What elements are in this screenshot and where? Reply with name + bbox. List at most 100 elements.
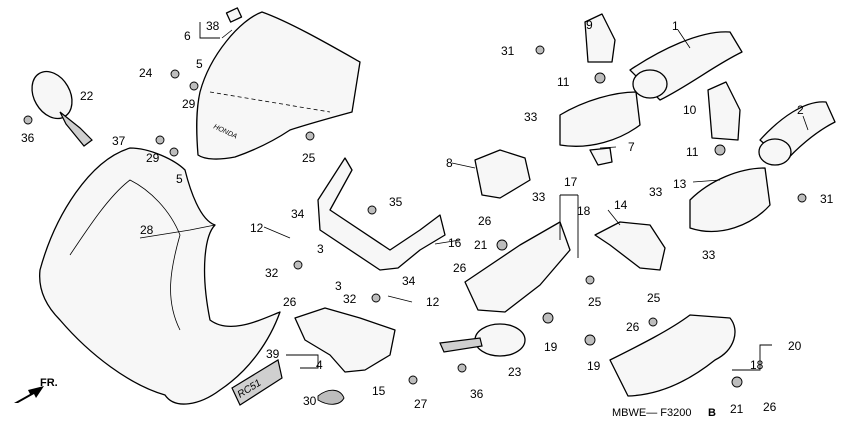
callout-2: 2 (797, 103, 804, 117)
callout-36-right: 36 (470, 387, 484, 401)
callout-4: 4 (316, 358, 323, 372)
air-duct-left (559, 31, 743, 166)
callout-26-duct-lower: 26 (453, 261, 467, 275)
callout-32-upper: 32 (265, 266, 279, 280)
bolt-32-lower (371, 293, 381, 303)
callout-12-upper: 12 (250, 221, 264, 235)
arrow-left-icon (14, 386, 44, 403)
callout-1: 1 (672, 19, 679, 33)
callout-38: 38 (206, 19, 220, 33)
callout-20: 20 (788, 339, 802, 353)
front-direction-indicator: FR. (14, 377, 58, 403)
callout-16: 16 (448, 236, 462, 250)
callout-18-lower: 18 (750, 358, 764, 372)
washer-5-upper (189, 81, 199, 91)
callout-26-duct-upper: 26 (478, 214, 492, 228)
callout-22: 22 (80, 89, 94, 103)
diagram-code-group: MBWE— F3200 B (612, 407, 716, 419)
callout-34-upper: 34 (291, 207, 305, 221)
cover-left (584, 13, 616, 63)
leader-lines (199, 22, 809, 371)
callout-8: 8 (446, 156, 453, 170)
callout-5-upper: 5 (196, 57, 203, 71)
callout-11-right: 11 (686, 145, 699, 159)
bolt-37 (155, 135, 165, 145)
callout-3-lower: 3 (335, 279, 342, 293)
screw-31-left (535, 45, 545, 55)
callout-36-left: 36 (21, 131, 35, 145)
callout-26-lower-cowl: 26 (626, 320, 640, 334)
callout-25-right: 25 (647, 291, 661, 305)
callout-30: 30 (303, 394, 317, 408)
duct-center (594, 221, 666, 271)
cover-right (707, 81, 741, 141)
grommet-19-right (584, 334, 596, 346)
bolt-32-upper (293, 260, 303, 270)
grommet-11-left (594, 72, 606, 84)
callout-19-right: 19 (587, 359, 601, 373)
callout-6: 6 (184, 29, 191, 43)
callout-26-cowl: 26 (283, 295, 297, 309)
callout-5-lower: 5 (176, 172, 183, 186)
mirror-right (439, 323, 526, 357)
side-logo-plate (231, 359, 283, 406)
duct-lower (464, 221, 571, 313)
nut-25-upper (305, 131, 315, 141)
grommet-11-right (714, 144, 726, 156)
callout-21-left: 21 (474, 238, 488, 252)
callout-32-lower: 32 (343, 292, 357, 306)
callout-19-left: 19 (544, 340, 558, 354)
bolt-36-right (457, 363, 467, 373)
bolt-24 (170, 69, 180, 79)
mirror-left (31, 70, 93, 147)
bolt-36-left (23, 115, 33, 125)
callout-21-right: 21 (730, 402, 744, 416)
callout-26-right: 26 (763, 400, 777, 414)
callout-numbers: 1 2 3 3 4 5 5 6 7 8 9 10 11 11 12 12 13 … (21, 18, 834, 416)
callout-29-lower: 29 (146, 151, 160, 165)
diagram-code-suffix: B (708, 407, 716, 419)
front-label: FR. (40, 377, 58, 389)
upper-cowl: RC51 (39, 147, 283, 406)
washer-5-lower (169, 147, 179, 157)
diagram-code: MBWE— F3200 (612, 407, 691, 419)
callout-13: 13 (673, 177, 687, 191)
callout-31-right: 31 (820, 192, 834, 206)
callout-33-left: 33 (524, 110, 538, 124)
callout-7: 7 (628, 140, 635, 154)
callout-31-left: 31 (501, 44, 515, 58)
callout-10: 10 (683, 103, 697, 117)
callout-17: 17 (564, 175, 578, 189)
windscreen: HONDA (196, 7, 361, 160)
bolt-27 (408, 375, 418, 385)
callout-37: 37 (112, 134, 126, 148)
lamp-bracket (474, 149, 531, 199)
callout-3-upper: 3 (317, 242, 324, 256)
callout-39: 39 (266, 347, 280, 361)
callout-35: 35 (389, 195, 403, 209)
callout-25-upper: 25 (302, 151, 316, 165)
callout-24: 24 (139, 66, 153, 80)
lower-cowl (609, 314, 736, 397)
cowl-stay (317, 157, 446, 271)
grommet-21-right (731, 376, 743, 388)
callout-33-right-lower: 33 (702, 248, 716, 262)
callout-33-center: 33 (532, 190, 546, 204)
grommet-19-left (542, 312, 554, 324)
nut-25-center (585, 275, 595, 285)
callout-29-upper: 29 (182, 97, 196, 111)
air-duct-right (689, 101, 836, 233)
nut-25-right (648, 317, 658, 327)
clip-30 (317, 389, 345, 405)
callout-12-lower: 12 (426, 295, 440, 309)
callout-23: 23 (508, 365, 522, 379)
windscreen-label-sticker (225, 7, 243, 23)
bolt-35 (367, 205, 377, 215)
callout-11-left: 11 (557, 75, 570, 89)
inner-panel (294, 307, 396, 373)
callout-25-center: 25 (588, 295, 602, 309)
callout-34-lower: 34 (402, 274, 416, 288)
callout-14: 14 (614, 198, 628, 212)
callout-28: 28 (140, 223, 154, 237)
